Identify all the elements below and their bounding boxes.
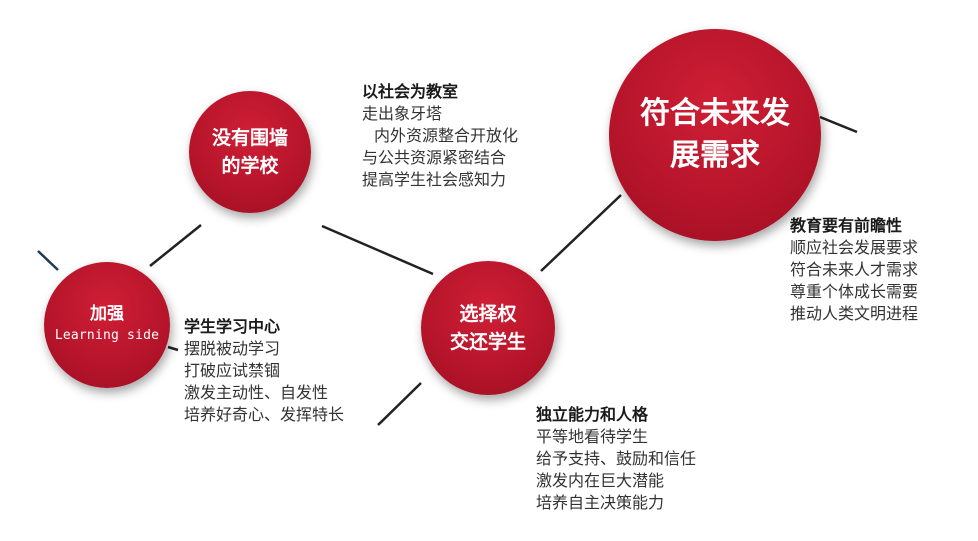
circle-future-line1: 符合未来发 bbox=[640, 96, 790, 131]
connector-left-stub bbox=[37, 250, 59, 271]
connector-strengthen-to-nowall bbox=[149, 224, 202, 267]
block-foresight-item: 顺应社会发展要求 bbox=[790, 238, 919, 257]
block-foresight-item: 推动人类文明进程 bbox=[790, 304, 919, 323]
block-learner-title: 学生学习中心 bbox=[184, 317, 281, 336]
block-society-item: 走出象牙塔 bbox=[362, 104, 443, 123]
circle-strengthen-learning-side: 加强 Learning side bbox=[44, 262, 170, 388]
block-foresight: 教育要有前瞻性 顺应社会发展要求 符合未来人才需求 尊重个体成长需要 推动人类文… bbox=[790, 215, 918, 325]
circle-no-wall-school: 没有围墙 的学校 bbox=[189, 91, 311, 213]
block-society-title: 以社会为教室 bbox=[362, 82, 459, 101]
circle-choice-line1: 选择权 bbox=[459, 303, 517, 325]
block-society-classroom: 以社会为教室 走出象牙塔 内外资源整合开放化 与公共资源紧密结合 提高学生社会感… bbox=[362, 81, 518, 191]
block-society-item: 内外资源整合开放化 bbox=[374, 126, 519, 145]
circle-strengthen-line1: 加强 bbox=[90, 304, 124, 324]
connector-future-right-stub bbox=[819, 115, 858, 134]
block-society-item: 提高学生社会感知力 bbox=[362, 170, 507, 189]
circle-choice-line2: 交还学生 bbox=[449, 331, 526, 353]
connector-choice-to-future bbox=[540, 194, 622, 272]
circle-choice-to-students: 选择权 交还学生 bbox=[421, 261, 555, 395]
block-foresight-item: 符合未来人才需求 bbox=[790, 260, 919, 279]
block-society-item: 与公共资源紧密结合 bbox=[362, 148, 507, 167]
block-independence: 独立能力和人格 平等地看待学生 给予支持、鼓励和信任 激发内在巨大潜能 培养自主… bbox=[536, 404, 696, 514]
circle-future-needs: 符合未来发 展需求 bbox=[609, 29, 821, 241]
block-learner-item: 激发主动性、自发性 bbox=[184, 383, 329, 402]
connector-choice-to-lower-left bbox=[377, 382, 422, 426]
block-independence-item: 培养自主决策能力 bbox=[536, 493, 665, 512]
circle-strengthen-line2: Learning side bbox=[54, 328, 160, 343]
block-learner-item: 摆脱被动学习 bbox=[184, 339, 281, 358]
connector-nowall-to-choice bbox=[321, 224, 434, 276]
block-foresight-title: 教育要有前瞻性 bbox=[790, 216, 903, 235]
circle-nowall-line1: 没有围墙 bbox=[211, 127, 288, 149]
block-independence-item: 激发内在巨大潜能 bbox=[536, 471, 665, 490]
block-independence-title: 独立能力和人格 bbox=[536, 405, 649, 424]
connector-strengthen-tail bbox=[167, 345, 179, 352]
circle-nowall-line2: 的学校 bbox=[221, 155, 279, 177]
block-learner-item: 培养好奇心、发挥特长 bbox=[184, 405, 345, 424]
block-foresight-item: 尊重个体成长需要 bbox=[790, 282, 919, 301]
circle-future-line2: 展需求 bbox=[670, 138, 760, 173]
block-independence-item: 平等地看待学生 bbox=[536, 427, 649, 446]
block-learner-center: 学生学习中心 摆脱被动学习 打破应试禁锢 激发主动性、自发性 培养好奇心、发挥特… bbox=[184, 316, 344, 426]
block-independence-item: 给予支持、鼓励和信任 bbox=[536, 449, 697, 468]
block-learner-item: 打破应试禁锢 bbox=[184, 361, 281, 380]
